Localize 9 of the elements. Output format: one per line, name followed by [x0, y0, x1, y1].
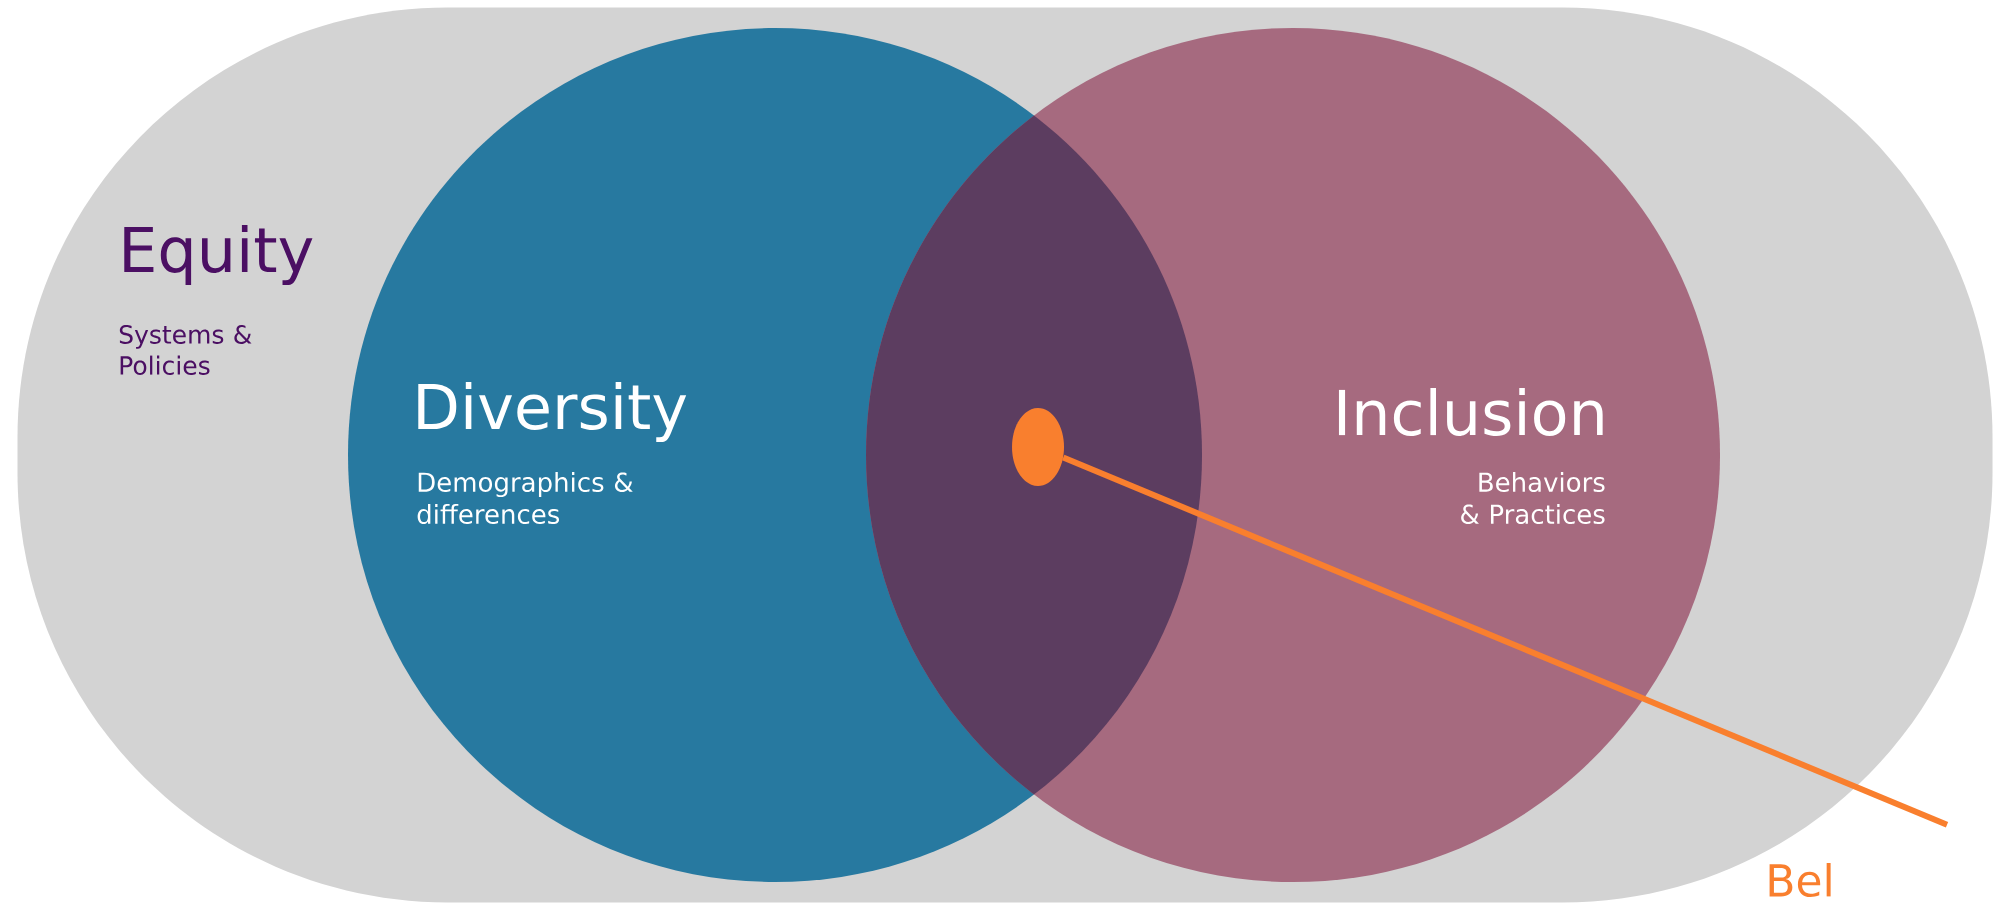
subtitle: Behaviors & Practices	[1461, 471, 1605, 525]
subtitle: Systems & Policies	[119, 325, 252, 375]
heading: Equity	[124, 225, 313, 285]
heading: Diversity	[418, 382, 687, 442]
heading: Inclusion	[1338, 388, 1603, 436]
leader-line	[1062, 454, 1949, 828]
callout-label: Bel	[1769, 863, 1831, 898]
subtitle: Demographics & differences	[417, 471, 633, 525]
dot	[1012, 408, 1064, 486]
